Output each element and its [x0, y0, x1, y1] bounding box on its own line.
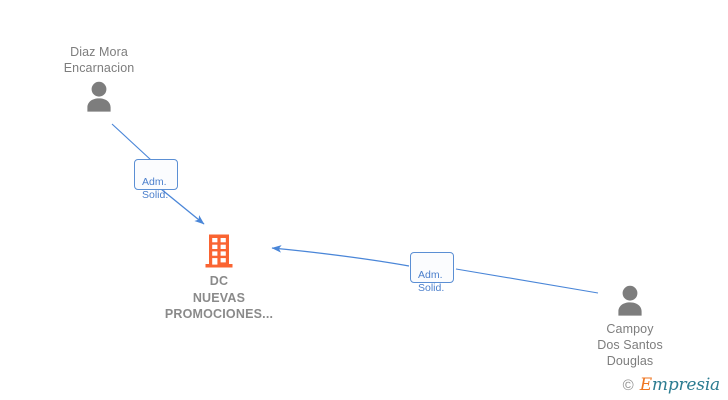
brand-rest: mpresia — [651, 375, 720, 395]
empresia-logo[interactable]: © Empresia — [622, 375, 721, 395]
person-icon — [87, 81, 111, 112]
node-company-dc-nuevas-promociones[interactable]: DC NUEVAS PROMOCIONES... — [134, 234, 304, 323]
edge-line-diaz-to-label — [111, 123, 152, 161]
node-person-diaz-mora-encarnacion[interactable]: Diaz Mora Encarnacion — [14, 44, 184, 113]
relation-label-adm-solid-left[interactable]: Adm. Solid. — [134, 159, 178, 201]
relation-label-text: Adm. Solid. — [418, 269, 445, 294]
person-icon — [618, 285, 642, 316]
node-person-campoy-dos-santos-douglas[interactable]: Campoy Dos Santos Douglas — [545, 283, 715, 369]
relation-label-adm-solid-right[interactable]: Adm. Solid. — [410, 252, 454, 294]
brand-wordmark: Empresia — [639, 375, 721, 395]
building-icon — [205, 234, 233, 268]
person-label-campoy-dos-santos-douglas: Campoy Dos Santos Douglas — [597, 322, 663, 368]
brand-initial: E — [639, 375, 652, 395]
copyright-icon: © — [622, 377, 634, 394]
relation-label-text: Adm. Solid. — [142, 176, 169, 201]
person-label-diaz-mora-encarnacion: Diaz Mora Encarnacion — [63, 45, 135, 75]
company-label-dc-nuevas-promociones: DC NUEVAS PROMOCIONES... — [164, 274, 274, 321]
